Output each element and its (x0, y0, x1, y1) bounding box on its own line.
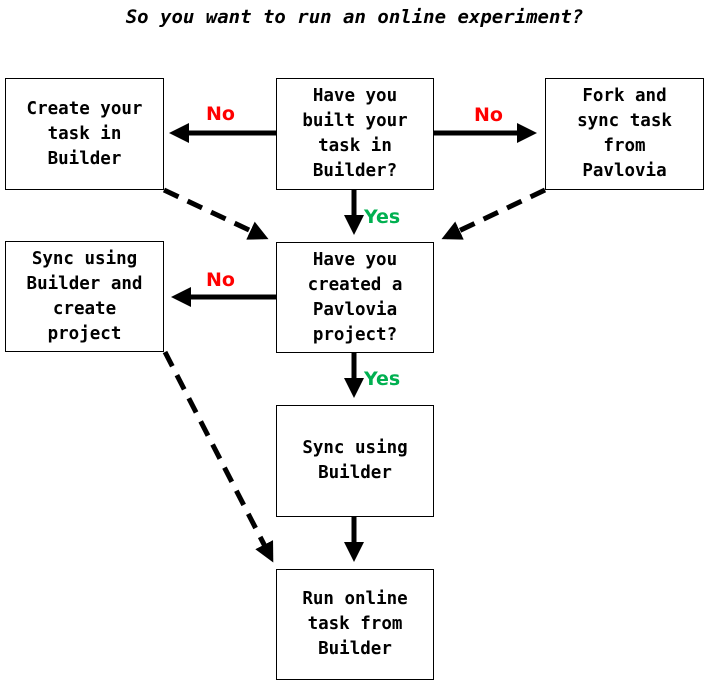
dashed-arrow-fork-to-project (441, 187, 547, 240)
box-fork-sync: Fork and sync task from Pavlovia (545, 78, 704, 190)
box-create-task: Create your task in Builder (5, 78, 164, 190)
box-sync-create-project: Sync using Builder and create project (5, 241, 164, 352)
box-created-project: Have you created a Pavlovia project? (276, 242, 434, 353)
label-yes-top: Yes (364, 206, 401, 228)
dashed-arrow-sync-create-to-run (162, 350, 274, 563)
dashed-arrow-create-to-project (162, 187, 269, 240)
box-built-in-builder: Have you built your task in Builder? (276, 78, 434, 190)
label-yes-middle: Yes (364, 368, 401, 390)
box-run-online: Run online task from Builder (276, 569, 434, 680)
label-no-right-top: No (474, 104, 503, 126)
box-sync-builder: Sync using Builder (276, 405, 434, 517)
label-no-left-top: No (206, 103, 235, 125)
label-no-left-middle: No (206, 269, 235, 291)
diagram-title: So you want to run an online experiment? (125, 6, 584, 28)
